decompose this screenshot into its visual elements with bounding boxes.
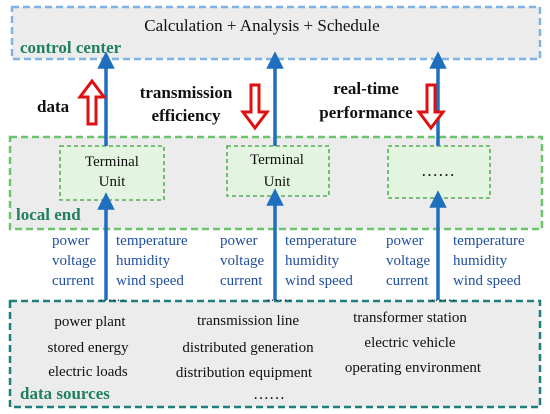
- control-center-box: [10, 5, 542, 61]
- measurement-group-2: power voltage current temperature humidi…: [220, 233, 357, 304]
- source-distribution-equipment: distribution equipment: [176, 365, 313, 381]
- control-center-banner: Calculation + Analysis + Schedule: [144, 16, 379, 35]
- measure-ellipsis: ……: [266, 289, 292, 304]
- measure-current: current: [220, 273, 263, 289]
- source-transmission-line: transmission line: [197, 313, 299, 329]
- measure-humidity: humidity: [116, 253, 171, 269]
- measure-wind-speed: wind speed: [453, 273, 521, 289]
- measure-power: power: [220, 233, 258, 249]
- source-electric-vehicle: electric vehicle: [364, 335, 456, 351]
- measure-wind-speed: wind speed: [116, 273, 184, 289]
- terminal-unit-2-line-1: Terminal: [250, 152, 304, 168]
- realtime-label-line-1: real-time: [333, 79, 399, 98]
- measure-ellipsis: ……: [430, 289, 456, 304]
- measure-voltage: voltage: [220, 253, 264, 269]
- control-center-label: control center: [20, 38, 122, 57]
- measure-wind-speed: wind speed: [285, 273, 353, 289]
- up-arrow-data: [77, 78, 107, 126]
- transmission-label-line-2: efficiency: [152, 106, 221, 125]
- source-distributed-generation: distributed generation: [182, 340, 314, 356]
- measure-current: current: [52, 273, 95, 289]
- terminal-unit-1-line-1: Terminal: [85, 154, 139, 170]
- measure-voltage: voltage: [52, 253, 96, 269]
- measure-humidity: humidity: [453, 253, 508, 269]
- terminal-unit-1-line-2: Unit: [99, 174, 127, 190]
- source-transformer-station: transformer station: [353, 310, 467, 326]
- measure-temperature: temperature: [285, 233, 357, 249]
- data-sources-label: data sources: [20, 384, 110, 403]
- measure-voltage: voltage: [386, 253, 430, 269]
- data-sources-box: [8, 299, 542, 409]
- measure-temperature: temperature: [116, 233, 188, 249]
- measure-ellipsis: ……: [99, 289, 125, 304]
- transmission-label-line-1: transmission: [140, 83, 233, 102]
- measure-humidity: humidity: [285, 253, 340, 269]
- measure-power: power: [386, 233, 424, 249]
- data-flow-label: data: [37, 97, 70, 116]
- realtime-label-line-2: performance: [319, 103, 413, 122]
- measurement-group-3: power voltage current temperature humidi…: [386, 233, 525, 304]
- terminal-unit-1: [59, 145, 165, 201]
- measure-power: power: [52, 233, 90, 249]
- measure-current: current: [386, 273, 429, 289]
- source-power-plant: power plant: [54, 314, 126, 330]
- source-ellipsis: ……: [253, 386, 285, 403]
- down-arrow-transmission: [240, 83, 270, 131]
- local-end-label: local end: [16, 205, 81, 224]
- source-operating-environment: operating environment: [345, 360, 482, 376]
- down-arrow-realtime: [416, 83, 446, 131]
- terminal-unit-2-line-2: Unit: [264, 174, 292, 190]
- terminal-unit-2: [226, 145, 330, 197]
- measure-temperature: temperature: [453, 233, 525, 249]
- source-stored-energy: stored energy: [48, 340, 129, 356]
- measurement-group-1: power voltage current temperature humidi…: [52, 233, 188, 304]
- terminal-unit-3-ellipsis: ……: [421, 161, 455, 180]
- source-electric-loads: electric loads: [48, 364, 128, 380]
